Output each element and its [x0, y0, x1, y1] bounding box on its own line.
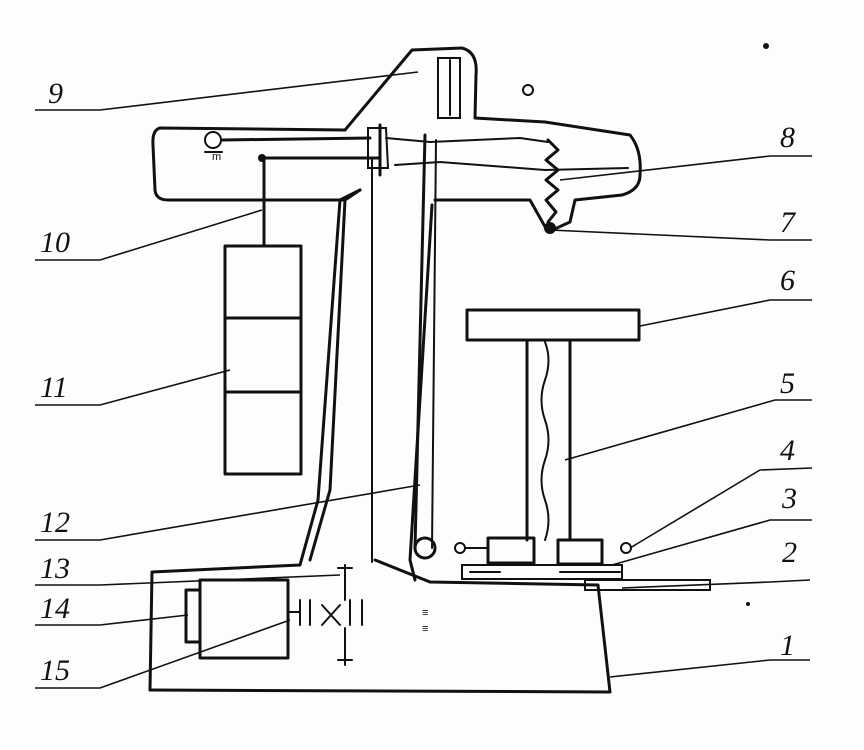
label-11: 11: [40, 371, 68, 404]
label-9: 9: [48, 77, 63, 110]
drive-motor: [184, 578, 301, 660]
label-6: 6: [780, 264, 795, 297]
weight-stack: [223, 244, 303, 476]
pulley-mark: m: [212, 151, 221, 163]
label-2: 2: [782, 536, 797, 569]
mount-hole-icon: [522, 84, 534, 96]
label-7: 7: [780, 206, 797, 239]
label-3: 3: [781, 482, 797, 515]
counterweight: [223, 154, 303, 476]
guide-slot: [437, 57, 534, 119]
label-14: 14: [40, 592, 70, 625]
speck: [746, 602, 750, 606]
leader-lines: [35, 71, 813, 689]
coil-spring: [544, 138, 560, 234]
column-frame: [308, 188, 434, 582]
top-arm: [151, 46, 642, 234]
top-left-pulley: m: [204, 131, 223, 163]
spring-mark-2: ≡: [422, 623, 428, 635]
base-block: [148, 188, 612, 694]
label-8: 8: [780, 121, 795, 154]
label-1: 1: [780, 629, 795, 662]
tension-rods: [371, 133, 437, 563]
upper-platform: [465, 308, 641, 542]
speck: [763, 43, 769, 49]
label-12: 12: [40, 506, 70, 539]
label-10: 10: [40, 226, 70, 259]
spring-mark: ≡: [422, 607, 428, 619]
label-4: 4: [780, 434, 795, 467]
label-13: 13: [40, 552, 70, 585]
label-15: 15: [40, 654, 70, 687]
top-rails: [220, 123, 629, 177]
gearbox: ≡ ≡: [299, 564, 428, 666]
label-5: 5: [780, 367, 795, 400]
